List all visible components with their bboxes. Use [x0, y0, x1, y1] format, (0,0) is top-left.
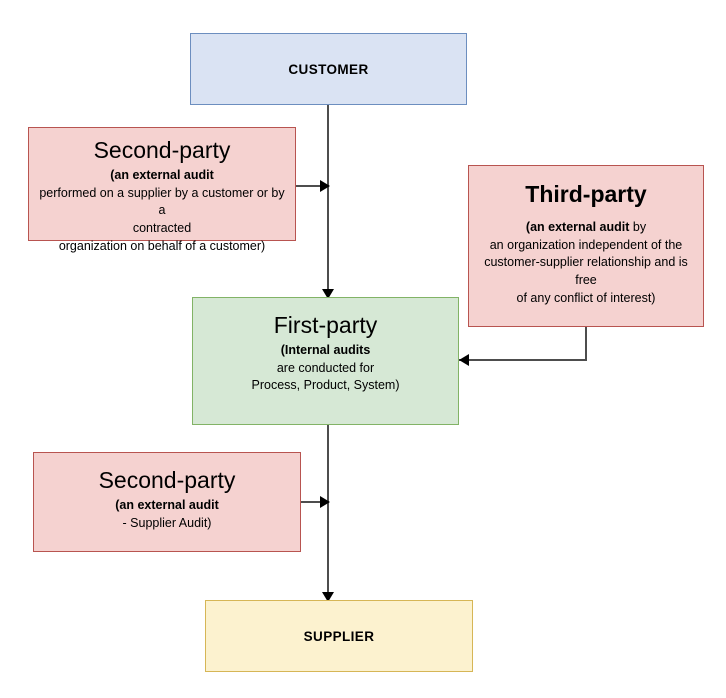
node-third-party-line4: free — [575, 273, 597, 287]
node-second-party-supplier-side[interactable]: Second-party (an external audit - Suppli… — [33, 452, 301, 552]
edge-second-party-top-to-spine — [296, 185, 328, 187]
node-third-party-title: Third-party — [525, 181, 647, 207]
node-second-party-top-title: Second-party — [93, 137, 231, 163]
node-third-party-line1-tail: by — [629, 219, 647, 234]
node-second-party-bottom-line1: (an external audit — [115, 497, 219, 512]
arrowhead-down-into-supplier — [322, 592, 334, 602]
node-first-party-line3: Process, Product, System) — [251, 378, 400, 393]
node-supplier-label: SUPPLIER — [303, 628, 375, 644]
node-third-party-line3: customer-supplier relationship and is — [484, 255, 688, 270]
node-second-party-top-line2: performed on a supplier by a customer or… — [39, 185, 285, 218]
node-customer-label: CUSTOMER — [288, 61, 369, 77]
node-second-party-bottom-title: Second-party — [98, 467, 236, 493]
node-third-party-line1: (an external audit by — [520, 219, 652, 237]
node-first-party-line1: (Internal audits — [280, 342, 371, 357]
node-second-party-top-line4: organization on behalf of a customer) — [58, 238, 266, 253]
node-first-party-line2: are conducted for — [276, 360, 375, 375]
node-third-party-line5: of any conflict of interest) — [516, 290, 656, 305]
node-third-party[interactable]: Third-party (an external audit by an org… — [468, 165, 704, 327]
edge-third-party-horizontal — [459, 359, 587, 361]
node-second-party-top-line1: (an external audit — [110, 167, 214, 182]
node-first-party[interactable]: First-party (Internal audits are conduct… — [192, 297, 459, 425]
edge-second-party-bottom-to-spine — [301, 501, 328, 503]
node-supplier[interactable]: SUPPLIER — [205, 600, 473, 672]
node-second-party-bottom-line2: - Supplier Audit) — [122, 515, 212, 530]
node-first-party-title: First-party — [273, 312, 378, 338]
arrowhead-right-from-second-party-bottom — [320, 496, 330, 508]
node-second-party-top-line3: contracted — [132, 221, 192, 235]
node-customer[interactable]: CUSTOMER — [190, 33, 467, 105]
node-second-party-customer-side[interactable]: Second-party (an external audit performe… — [28, 127, 296, 253]
node-third-party-line1-bold: (an external audit — [525, 219, 630, 234]
edge-first-party-to-supplier — [327, 425, 329, 600]
arrowhead-down-into-first-party — [322, 289, 334, 299]
edge-customer-to-first-party — [327, 105, 329, 297]
arrowhead-right-from-second-party-top — [320, 180, 330, 192]
node-third-party-line2: an organization independent of the — [489, 237, 683, 252]
edge-third-party-vertical — [585, 327, 587, 360]
arrowhead-left-into-first-party — [459, 354, 469, 366]
